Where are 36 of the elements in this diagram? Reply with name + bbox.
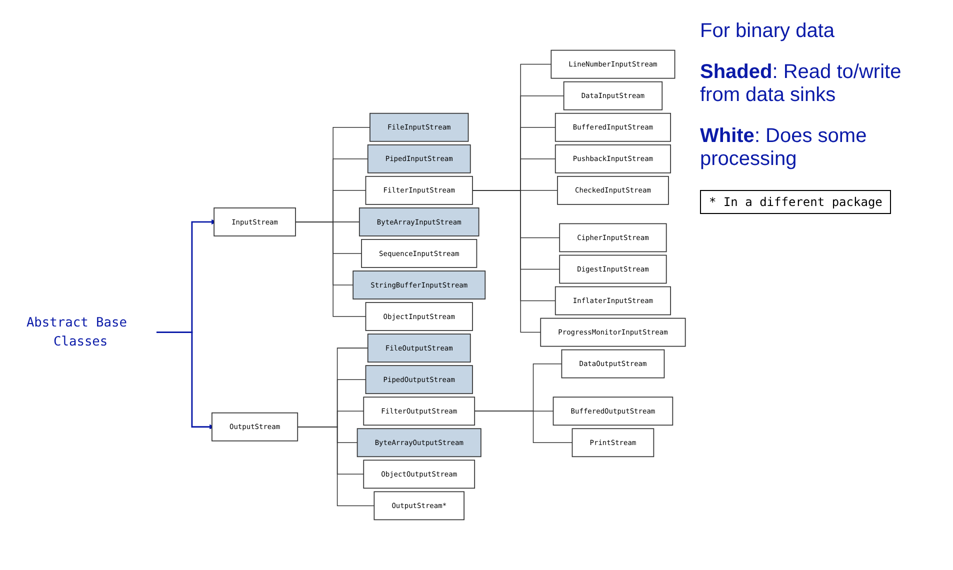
node-box [557, 176, 669, 205]
node-box [361, 239, 478, 268]
node-box [552, 396, 674, 426]
node-box [554, 286, 671, 316]
node-box [374, 491, 464, 520]
node-box [365, 176, 473, 205]
footnote: * In a different package [700, 190, 892, 214]
node-box [365, 365, 473, 394]
node-box [212, 412, 298, 442]
connector [472, 190, 541, 333]
node-box [367, 144, 471, 174]
node-box [554, 112, 671, 142]
node-text: Abstract Base Classes [26, 315, 127, 350]
node-box [559, 223, 667, 252]
node-box [572, 428, 654, 458]
node-box [561, 349, 665, 378]
node-box [550, 50, 676, 79]
note-text: White: Does some processing [700, 125, 867, 170]
node-box [370, 112, 469, 142]
node-box [563, 81, 663, 110]
node-box [214, 207, 296, 236]
node-box [367, 334, 471, 363]
connector [295, 222, 366, 317]
connector [474, 410, 573, 444]
note-text: Shaded: Read to/write from data sinks [700, 61, 902, 106]
node-box [559, 254, 667, 284]
note-text: For binary data [700, 20, 835, 42]
node-box [358, 207, 480, 236]
node-box [363, 460, 476, 489]
node-box [554, 144, 671, 174]
node-box [352, 270, 486, 300]
node-box [363, 396, 476, 426]
node-box [540, 318, 686, 347]
connector [297, 426, 375, 506]
node-box [356, 428, 482, 458]
node-box [365, 302, 473, 331]
